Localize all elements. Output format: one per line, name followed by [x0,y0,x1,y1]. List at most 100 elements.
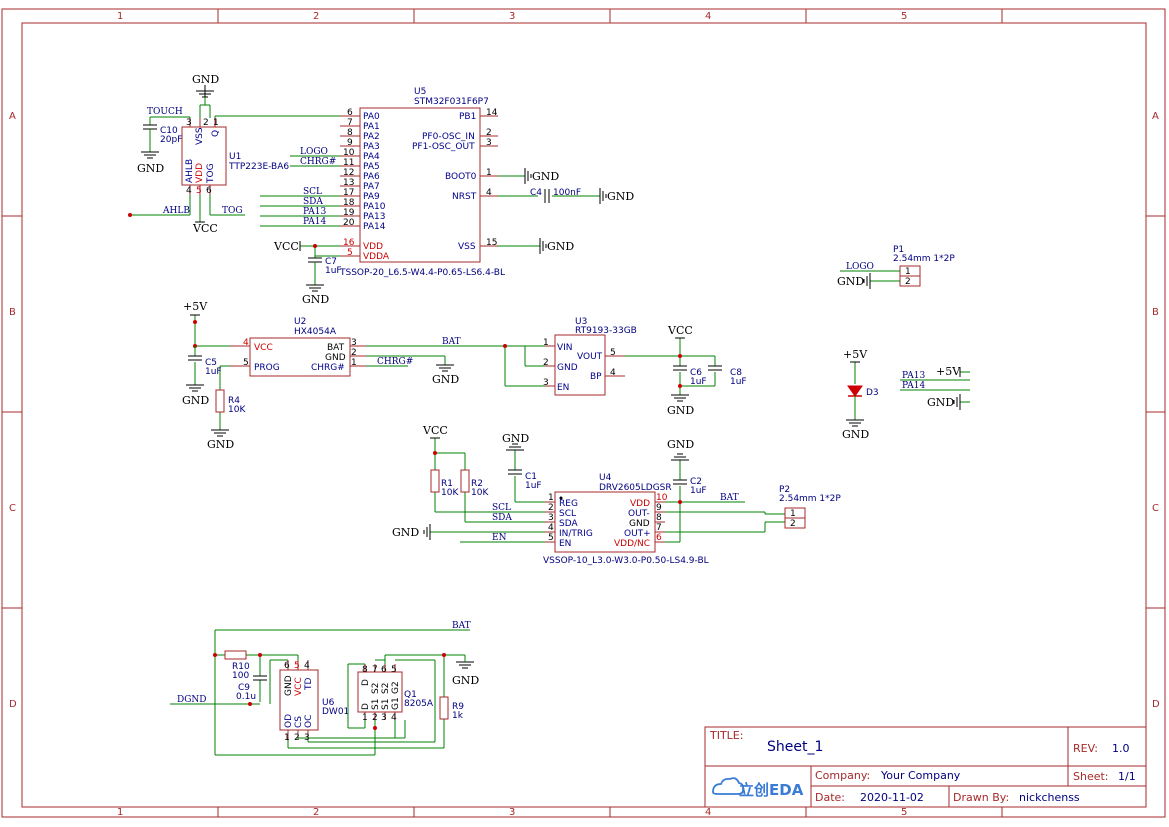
title-label: TITLE: [709,729,743,742]
u1-value: TTP223E-BA6 [228,162,289,172]
r9-resistor[interactable]: R9 1k [439,696,464,721]
q1-pin-num: 7 [372,665,378,675]
protection-wiring [170,629,470,756]
c8-capacitor[interactable]: C8 1uF [708,365,747,387]
u5-pin-num: 6 [347,108,353,118]
c6-capacitor[interactable]: C6 1uF [673,365,707,387]
u4-pin-num: 10 [656,493,668,503]
c10-ref: C10 [160,126,178,136]
u4-pin-num: 8 [656,513,662,523]
r4-resistor[interactable]: R4 10K [215,389,246,415]
u5-pin-name: PA5 [363,162,380,172]
u5-pin-num: 9 [347,138,353,148]
u6-pin-num: 4 [304,661,310,671]
gnd-label: GND [502,432,529,445]
c1-ref: C1 [525,472,537,482]
u5-left-pins: 6 PA0 7 PA1 8 PA2 9 PA3 10 PA4 11 PA5 12… [340,108,390,262]
zone-col-1: 1 [117,11,123,22]
u5-pin-num: 16 [343,238,355,248]
u6-pin-num: 5 [294,661,300,671]
c10-capacitor[interactable]: C10 20pF [143,124,182,152]
u2-pin-name: PROG [254,363,280,373]
r1-resistor[interactable]: R1 10K [430,469,459,498]
p5v-label: +5V [843,348,868,361]
zone-row-c: C [9,503,16,514]
c1-capacitor[interactable]: C1 1uF [508,469,542,491]
u2-pin-num: 5 [243,358,249,368]
net-bat-u2: BAT [442,337,461,347]
c4-capacitor[interactable]: C4 100nF [530,188,581,203]
c9-ref: C9 [238,683,250,693]
gnd-icon [863,273,871,289]
u5-pin-name: PA4 [363,152,380,162]
q1-pin-num: 1 [362,713,368,723]
p1-pin-num: 1 [905,267,911,277]
u5-pin-num: 13 [343,178,354,188]
u5-wiring [214,115,600,258]
q1-pin-name: S2 [371,683,381,694]
u6-pin-name: OC [304,715,314,728]
u5-pin-num: 1 [486,168,492,178]
u3-ldo[interactable]: U3 RT9193-33GB 1 VIN 2 GND 3 EN 5 VOUT 4… [543,317,637,396]
gnd-label: GND [392,526,419,539]
p5v-label: +5V [936,365,961,378]
c6-ref: C6 [690,368,702,378]
c7-capacitor[interactable]: C7 1uF [308,257,342,285]
c2-capacitor[interactable]: C2 1uF [673,477,707,496]
c5-capacitor[interactable]: C5 1uF [188,355,222,377]
company-value: Your Company [880,769,961,782]
r2-resistor[interactable]: R2 10K [460,469,489,498]
q1-mosfet[interactable]: 8 7 6 5 D S2 S2 G2 D S1 S1 G1 1 2 3 4 Q1… [357,664,434,723]
d3-led[interactable]: D3 [847,362,879,420]
u6-protection-ic[interactable]: 6 5 4 GND VCC TD OD CS OC 1 2 3 U6 DW01 [279,660,349,743]
zone-col-5-bottom: 5 [901,807,907,818]
u5-pin-name: PF1-OSC_OUT [412,142,475,152]
q1-pin-num: 3 [381,713,387,723]
c9-capacitor[interactable]: C9 0.1u [236,675,267,702]
u4-ref: U4 [599,473,612,483]
gnd-label: GND [667,438,694,451]
net-tog: TOG [222,206,243,216]
u2-wiring [193,315,545,430]
r2-value: 10K [471,488,489,498]
u5-pin-name: VDDA [363,252,390,262]
q1-pin-name: G1 [391,697,401,710]
u5-pin-name: PF0-OSC_IN [422,132,475,142]
net-logo-p1: LOGO [846,262,874,272]
u4-value: DRV2605LDGSR [599,483,672,493]
net-sda-u5: SDA [303,197,323,207]
p2-pin-num: 2 [790,519,796,529]
u5-pin-num: 4 [486,188,492,198]
u1-ref: U1 [229,152,241,162]
u4-pin-name: SCL [559,509,576,519]
u3-pin-name: EN [557,383,569,393]
u4-haptic-driver[interactable]: U4 DRV2605LDGSR VSSOP-10_L3.0-W3.0-P0.50… [543,473,709,566]
u6-pin-name: VCC [294,677,304,696]
net-pa13-u5: PA13 [303,207,326,217]
u5-pin-name: PA6 [363,172,380,182]
u1-touch-ic[interactable]: 3 2 1 VSS Q AHLB VDD TOG 4 5 6 U1 TTP223… [181,118,289,196]
p2-connector[interactable]: 1 2 P2 2.54mm 1*2P [779,485,841,529]
r1-value: 10K [441,488,459,498]
u1-pin-num: 1 [213,118,219,128]
c4-value: 100nF [553,188,581,198]
p1-connector[interactable]: 1 2 P1 2.54mm 1*2P [840,245,955,287]
net-en-u4: EN [492,533,507,543]
gnd-icon [846,419,864,427]
gnd-icon [211,429,229,437]
u5-pin-name: PA9 [363,192,380,202]
p2-ref: P2 [779,485,790,495]
r10-resistor[interactable]: R10 100 [224,650,250,681]
d3-ref: D3 [866,388,879,398]
u4-pin-name: OUT- [628,509,650,519]
u5-pin-name: PA3 [363,142,380,152]
u2-charger-ic[interactable]: U2 HX4054A 4 VCC 5 PROG 3 BAT 2 GND 1 CH… [230,317,366,377]
gnd-label: GND [927,396,954,409]
c10-value: 20pF [160,135,182,145]
u3-pin-name: BP [590,372,602,382]
u6-pin-name: OD [284,714,294,728]
c9-value: 0.1u [236,692,256,702]
zone-row-d: D [9,699,17,710]
u5-mcu[interactable]: U5 STM32F031F6P7 TSSOP-20_L6.5-W4.4-P0.6… [339,87,505,278]
u5-pin-num: 14 [486,108,498,118]
